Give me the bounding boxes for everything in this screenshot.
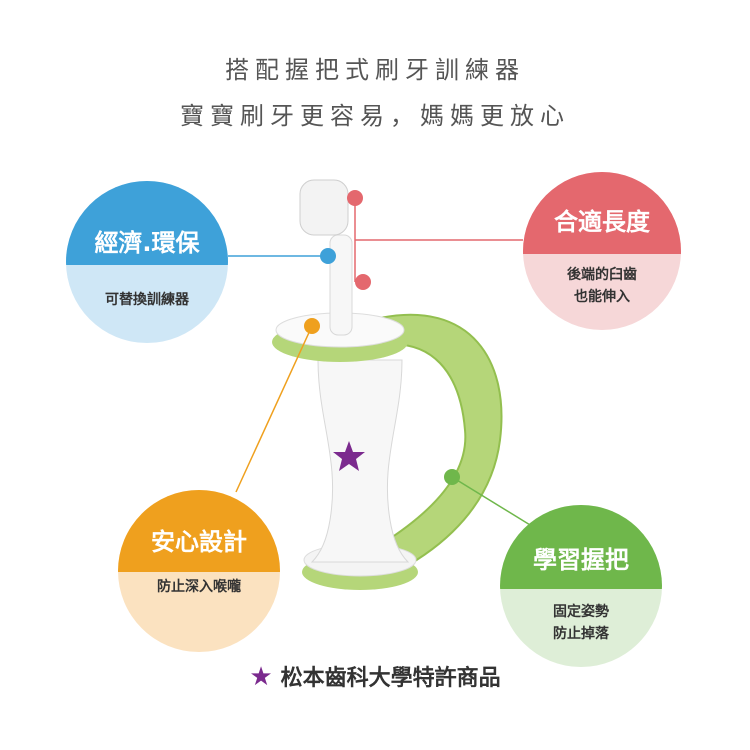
feature-desc-length-line2: 也能伸入 (574, 289, 630, 305)
feature-bubble-grip: 學習握把 固定姿勢 防止掉落 (500, 505, 662, 667)
connector-safety (235, 318, 320, 493)
footer-patent-label: ★ 松本齒科大學特許商品 (0, 660, 750, 692)
feature-title-safety: 安心設計 (118, 490, 280, 572)
feature-bubble-safety: 安心設計 防止深入喉嚨 (118, 490, 280, 652)
feature-title-length: 合適長度 (523, 172, 681, 254)
green-grip-handle (378, 313, 503, 577)
feature-desc-safety: 防止深入喉嚨 (157, 579, 241, 595)
feature-bubble-economy: 經濟.環保 可替換訓練器 (66, 181, 228, 343)
brush-head (299, 179, 349, 236)
feature-desc-economy: 可替換訓練器 (105, 292, 189, 308)
headline-line-1: 搭配握把式刷牙訓練器 (225, 56, 525, 84)
feature-bubble-length: 合適長度 後端的臼齒 也能伸入 (523, 172, 681, 330)
purple-star-icon (333, 441, 365, 471)
feature-desc-length: 後端的臼齒 也能伸入 (523, 264, 681, 308)
brush-neck (329, 234, 353, 336)
headline-line-2: 寶寶刷牙更容易，媽媽更放心 (180, 102, 570, 130)
connector-length (347, 190, 523, 290)
feature-title-economy: 經濟.環保 (66, 181, 228, 265)
stem-body (310, 359, 410, 563)
feature-desc-grip: 固定姿勢 防止掉落 (500, 601, 662, 645)
connector-economy (228, 248, 336, 264)
feature-desc-grip-line1: 固定姿勢 (553, 604, 609, 620)
feature-title-grip: 學習握把 (500, 505, 662, 589)
feature-desc-length-line1: 後端的臼齒 (567, 267, 637, 283)
star-icon: ★ (249, 662, 273, 692)
feature-desc-grip-line2: 防止掉落 (553, 626, 609, 642)
footer-text: 松本齒科大學特許商品 (280, 666, 501, 691)
